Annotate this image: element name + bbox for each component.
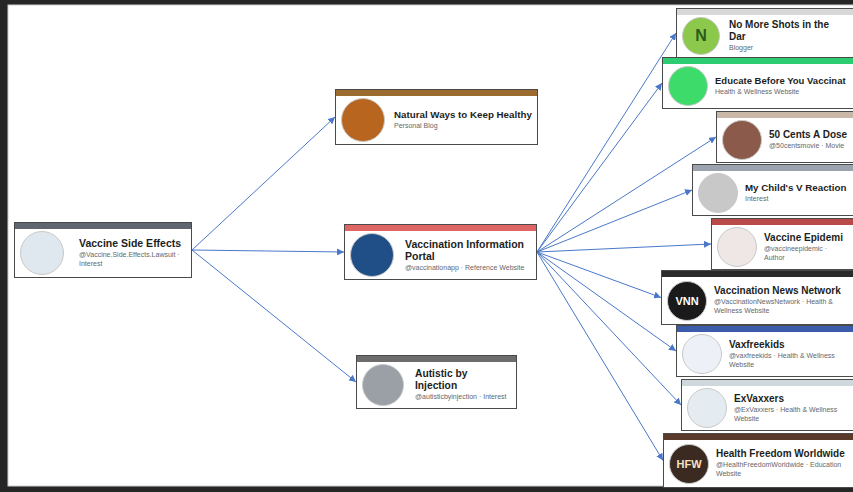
page-handle: @VaccinationNewsNetwork · Health & Welln… xyxy=(714,298,848,316)
page-handle: Personal Blog xyxy=(394,122,533,131)
profile-avatar: HFW xyxy=(669,444,709,484)
card-text: Vaccination Information Portal@vaccinati… xyxy=(405,238,532,273)
page-card: My Child's V ReactionInterest xyxy=(692,164,853,216)
cover-strip xyxy=(662,271,853,277)
profile-avatar xyxy=(717,227,757,267)
profile-avatar xyxy=(350,233,394,277)
page-name: Natural Ways to Keep Healthy xyxy=(394,109,533,121)
card-text: Educate Before You VaccinatHealth & Well… xyxy=(715,75,848,96)
page-name: ExVaxxers xyxy=(734,393,848,405)
arrow-connector xyxy=(192,117,335,250)
profile-avatar xyxy=(362,364,404,406)
page-name: Vaccination Information Portal xyxy=(405,238,532,263)
profile-avatar: VNN xyxy=(667,281,707,321)
page-card: Vaxfreekids@vaxfreekids · Health & Welln… xyxy=(676,325,853,377)
page-handle: Blogger xyxy=(729,44,848,53)
arrow-connector xyxy=(192,250,356,382)
profile-avatar xyxy=(682,334,722,374)
page-card: N No More Shots in the DarBlogger xyxy=(676,8,853,58)
card-text: Health Freedom Worldwide@HealthFreedomWo… xyxy=(716,448,848,479)
cover-strip xyxy=(15,223,191,229)
page-card: Educate Before You VaccinatHealth & Well… xyxy=(662,57,853,109)
page-name: My Child's V Reaction xyxy=(745,182,848,194)
cover-strip xyxy=(682,380,853,386)
cover-strip xyxy=(357,356,516,362)
page-card: ExVaxxers@ExVaxxers · Health & Wellness … xyxy=(681,379,853,431)
page-handle: @HealthFreedomWorldwide · Education Webs… xyxy=(716,461,848,479)
profile-avatar: N xyxy=(682,17,720,55)
card-text: Vaccine Epidemi@vaccineepidemic · Author xyxy=(764,232,848,263)
logo-text: N xyxy=(695,27,707,45)
page-handle: @vaccineepidemic · Author xyxy=(764,245,848,263)
page-handle: @vaxfreekids · Health & Wellness Website xyxy=(729,352,848,370)
logo-text: VNN xyxy=(675,295,698,307)
card-text: No More Shots in the DarBlogger xyxy=(729,19,848,53)
page-name: No More Shots in the Dar xyxy=(729,19,848,43)
page-card: Vaccination Information Portal@vaccinati… xyxy=(344,224,537,280)
page-name: Health Freedom Worldwide xyxy=(716,448,848,460)
page-name: Educate Before You Vaccinat xyxy=(715,75,848,86)
cover-strip xyxy=(712,219,853,225)
page-handle: @autisticbyinjection · Interest xyxy=(415,393,512,402)
page-card: Vaccine Side Effects@Vaccine.Side.Effect… xyxy=(14,222,192,278)
page-handle: @vaccinationapp · Reference Website xyxy=(405,264,532,273)
card-text: Vaccination News Network@VaccinationNews… xyxy=(714,285,848,316)
profile-avatar xyxy=(698,173,738,213)
arrow-connector xyxy=(537,252,681,405)
card-text: 50 Cents A Dose@50centsmovie · Movie xyxy=(769,129,848,151)
profile-avatar xyxy=(668,66,708,106)
cover-strip xyxy=(717,112,853,118)
arrow-connector xyxy=(537,252,661,298)
page-handle: @Vaccine.Side.Effects.Lawsuit · Interest xyxy=(79,251,187,269)
cover-strip xyxy=(677,9,853,15)
page-handle: Health & Wellness Website xyxy=(715,88,848,97)
cover-strip xyxy=(663,58,853,64)
cover-strip xyxy=(345,225,536,231)
page-card: Vaccine Epidemi@vaccineepidemic · Author xyxy=(711,218,853,270)
page-handle: Interest xyxy=(745,195,848,204)
card-text: Vaxfreekids@vaxfreekids · Health & Welln… xyxy=(729,339,848,370)
arrow-connector xyxy=(537,244,711,252)
page-name: 50 Cents A Dose xyxy=(769,129,848,141)
arrow-connector xyxy=(537,252,663,461)
card-text: Autistic by Injection@autisticbyinjectio… xyxy=(415,368,512,402)
card-text: Natural Ways to Keep HealthyPersonal Blo… xyxy=(394,109,533,130)
page-name: Autistic by Injection xyxy=(415,368,512,393)
page-name: Vaxfreekids xyxy=(729,339,848,351)
arrow-connector xyxy=(537,190,692,252)
page-card: Natural Ways to Keep HealthyPersonal Blo… xyxy=(335,89,538,145)
card-text: Vaccine Side Effects@Vaccine.Side.Effect… xyxy=(79,237,187,268)
page-name: Vaccine Epidemi xyxy=(764,232,848,244)
profile-avatar xyxy=(722,120,762,160)
cover-strip xyxy=(664,434,853,440)
card-text: My Child's V ReactionInterest xyxy=(745,182,848,203)
arrow-connector xyxy=(537,252,676,351)
page-card: Autistic by Injection@autisticbyinjectio… xyxy=(356,355,517,409)
cover-strip xyxy=(677,326,853,332)
page-name: Vaccine Side Effects xyxy=(79,237,187,250)
cover-strip xyxy=(336,90,537,96)
page-handle: @ExVaxxers · Health & Wellness Website xyxy=(734,406,848,424)
logo-text: HFW xyxy=(676,458,701,470)
card-text: ExVaxxers@ExVaxxers · Health & Wellness … xyxy=(734,393,848,424)
arrow-connector xyxy=(192,250,344,252)
canvas-panel xyxy=(8,5,853,486)
arrow-connector xyxy=(537,137,716,252)
page-card: HFW Health Freedom Worldwide@HealthFreedo… xyxy=(663,433,853,488)
cover-strip xyxy=(693,165,853,171)
page-card: VNN Vaccination News Network@VaccinationN… xyxy=(661,270,853,325)
page-card: 50 Cents A Dose@50centsmovie · Movie xyxy=(716,111,853,163)
profile-avatar xyxy=(20,231,64,275)
arrow-connector xyxy=(537,33,676,252)
page-name: Vaccination News Network xyxy=(714,285,848,297)
page-handle: @50centsmovie · Movie xyxy=(769,142,848,151)
profile-avatar xyxy=(687,388,727,428)
profile-avatar xyxy=(341,98,385,142)
